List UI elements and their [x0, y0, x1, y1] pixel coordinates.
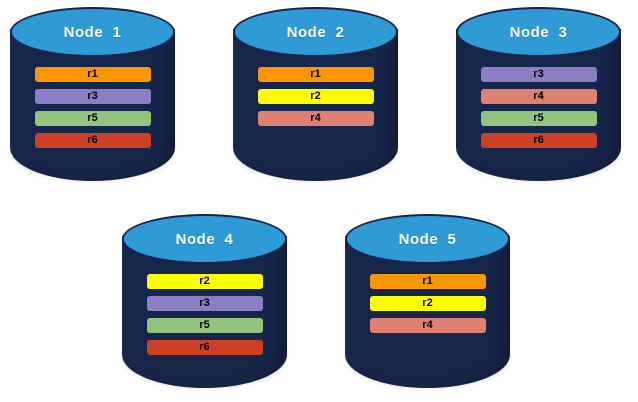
replica-label: r2: [199, 275, 210, 287]
replica-bar-r5[interactable]: r5: [480, 111, 597, 126]
node-label: Node 1: [63, 23, 122, 41]
replica-label: r3: [87, 90, 98, 102]
replica-bar-r3[interactable]: r3: [146, 296, 263, 311]
database-node-3[interactable]: Node 3 r3 r4 r5 r6: [456, 5, 621, 183]
replica-label: r1: [310, 68, 321, 80]
replica-bar-r2[interactable]: r2: [257, 89, 374, 104]
replica-stack: r3 r4 r5 r6: [456, 67, 621, 148]
replica-label: r6: [533, 134, 544, 146]
replica-bar-r2[interactable]: r2: [146, 274, 263, 289]
replica-stack: r1 r2 r4: [345, 274, 510, 333]
node-label: Node 5: [398, 230, 457, 248]
replica-stack: r1 r3 r5 r6: [10, 67, 175, 148]
replica-label: r5: [199, 319, 210, 331]
replica-label: r2: [310, 90, 321, 102]
replica-label: r6: [87, 134, 98, 146]
node-label: Node 2: [286, 23, 345, 41]
replica-bar-r1[interactable]: r1: [369, 274, 486, 289]
replica-bar-r4[interactable]: r4: [369, 318, 486, 333]
replica-bar-r4[interactable]: r4: [480, 89, 597, 104]
replica-label: r1: [87, 68, 98, 80]
node-top-disc: Node 2: [233, 7, 398, 57]
node-top-disc: Node 3: [456, 7, 621, 57]
replica-bar-r2[interactable]: r2: [369, 296, 486, 311]
database-node-5[interactable]: Node 5 r1 r2 r4: [345, 212, 510, 390]
database-node-2[interactable]: Node 2 r1 r2 r4: [233, 5, 398, 183]
replica-bar-r3[interactable]: r3: [480, 67, 597, 82]
node-label: Node 4: [175, 230, 234, 248]
node-top-disc: Node 1: [10, 7, 175, 57]
replica-label: r2: [422, 297, 433, 309]
database-node-1[interactable]: Node 1 r1 r3 r5 r6: [10, 5, 175, 183]
replica-bar-r6[interactable]: r6: [480, 133, 597, 148]
replica-bar-r5[interactable]: r5: [34, 111, 151, 126]
replica-bar-r4[interactable]: r4: [257, 111, 374, 126]
replica-label: r4: [533, 90, 544, 102]
replica-bar-r6[interactable]: r6: [34, 133, 151, 148]
replica-bar-r1[interactable]: r1: [34, 67, 151, 82]
replica-stack: r2 r3 r5 r6: [122, 274, 287, 355]
replica-label: r1: [422, 275, 433, 287]
replica-bar-r5[interactable]: r5: [146, 318, 263, 333]
replica-label: r5: [87, 112, 98, 124]
database-node-4[interactable]: Node 4 r2 r3 r5 r6: [122, 212, 287, 390]
node-top-disc: Node 4: [122, 214, 287, 264]
replica-bar-r3[interactable]: r3: [34, 89, 151, 104]
replica-stack: r1 r2 r4: [233, 67, 398, 126]
replica-label: r3: [199, 297, 210, 309]
replica-label: r4: [422, 319, 433, 331]
replica-bar-r6[interactable]: r6: [146, 340, 263, 355]
replica-bar-r1[interactable]: r1: [257, 67, 374, 82]
replica-label: r6: [199, 341, 210, 353]
replica-label: r3: [533, 68, 544, 80]
replica-label: r4: [310, 112, 321, 124]
node-top-disc: Node 5: [345, 214, 510, 264]
node-label: Node 3: [509, 23, 568, 41]
replica-label: r5: [533, 112, 544, 124]
